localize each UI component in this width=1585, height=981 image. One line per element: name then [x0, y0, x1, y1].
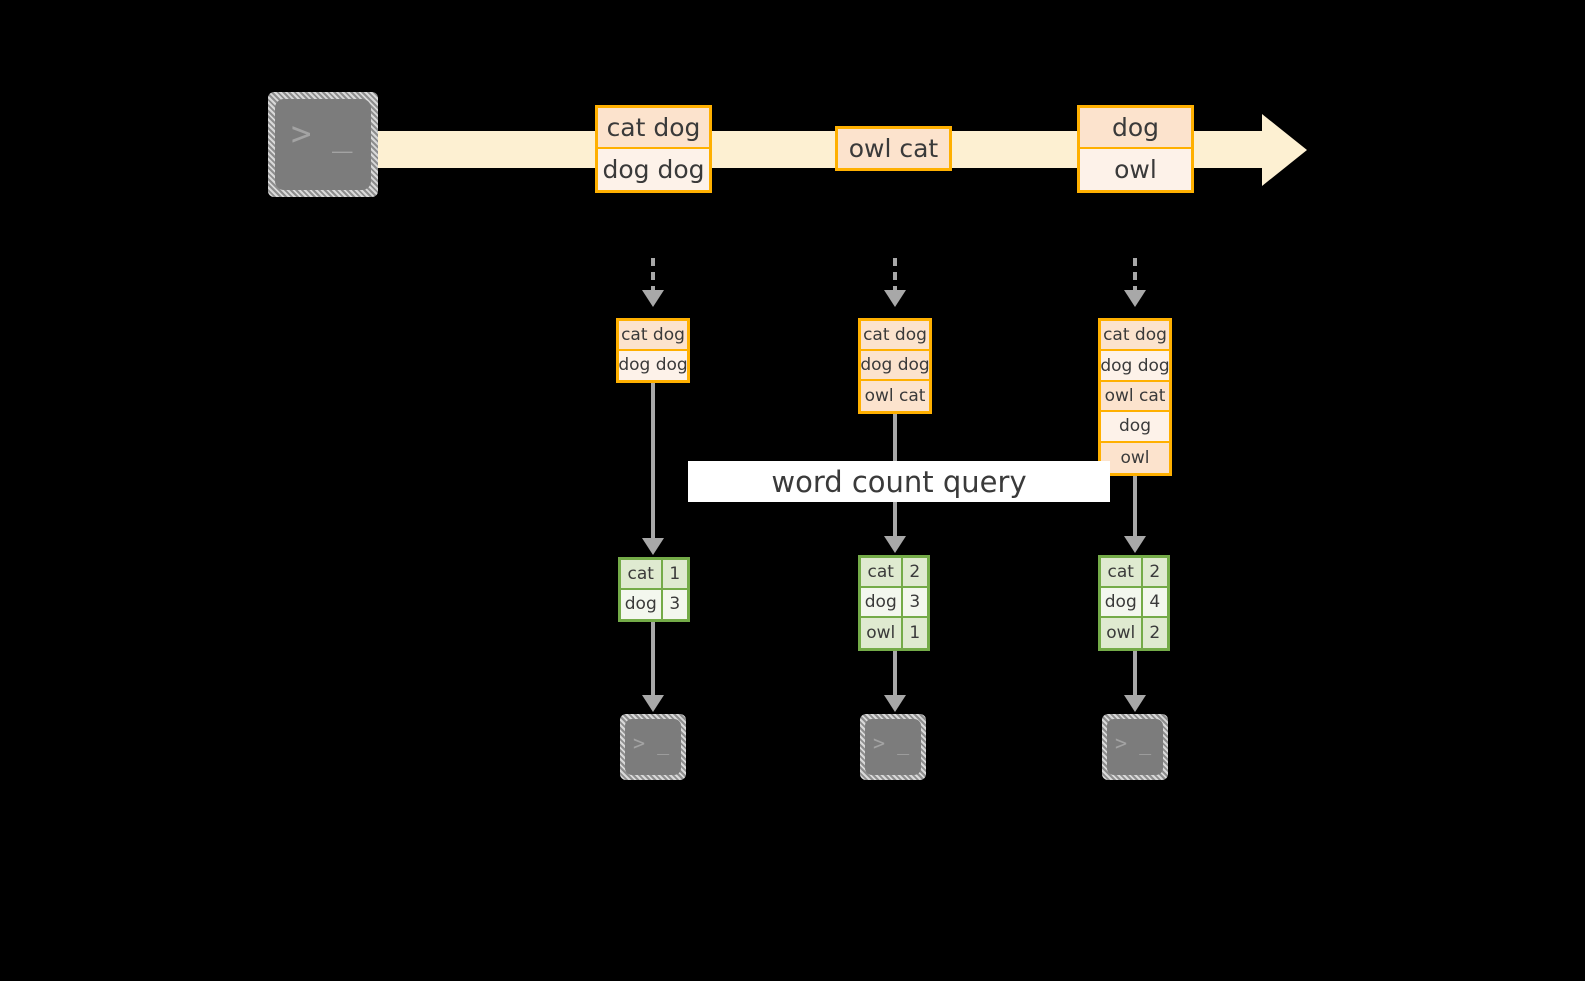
- result-to-sink-line-1: [651, 622, 655, 697]
- queue-row: cat dog: [619, 321, 687, 351]
- sink-terminal-icon-3[interactable]: > _: [1102, 714, 1168, 780]
- sink-terminal-icon-1[interactable]: > _: [620, 714, 686, 780]
- stream-message-line: owl cat: [838, 129, 949, 168]
- table-row: dog 3: [861, 588, 927, 619]
- result-count: 2: [902, 558, 927, 587]
- queue-row: dog dog: [618, 350, 688, 380]
- result-count: 4: [1142, 588, 1167, 617]
- terminal-screen: > _: [625, 719, 681, 775]
- result-word: owl: [861, 618, 903, 648]
- stream-to-queue-arrowhead-3: [1124, 290, 1146, 307]
- terminal-prompt-glyph: > _: [291, 114, 353, 154]
- query-label: word count query: [771, 464, 1027, 499]
- result-count: 1: [902, 618, 927, 648]
- result-table-1[interactable]: cat 1 dog 3: [618, 557, 690, 622]
- table-row: owl 1: [861, 618, 927, 648]
- stream-message-line: owl: [1080, 149, 1191, 190]
- queue-row: owl: [1101, 442, 1169, 473]
- stream-message-3[interactable]: dog owl: [1077, 105, 1194, 193]
- queue-row: dog dog: [1100, 351, 1170, 382]
- stream-message-2[interactable]: owl cat: [835, 126, 952, 171]
- queue-row: dog: [1101, 412, 1169, 443]
- queue-row: cat dog: [861, 321, 929, 352]
- terminal-screen: > _: [865, 719, 921, 775]
- sink-terminal-icon-2[interactable]: > _: [860, 714, 926, 780]
- result-count: 2: [1142, 618, 1167, 648]
- queue-row: cat dog: [1101, 321, 1169, 352]
- queue-row: owl cat: [1101, 381, 1169, 413]
- stream-message-line: cat dog: [598, 108, 709, 150]
- queue-to-result-arrowhead-3: [1124, 536, 1146, 553]
- result-word: cat: [1101, 558, 1143, 587]
- stream-to-queue-line-1: [651, 258, 655, 294]
- queue-to-result-arrowhead-1: [642, 538, 664, 555]
- terminal-screen: > _: [1107, 719, 1163, 775]
- table-row: cat 2: [861, 558, 927, 589]
- table-row: cat 2: [1101, 558, 1167, 589]
- terminal-prompt-glyph: > _: [873, 731, 910, 755]
- result-word: cat: [861, 558, 903, 587]
- stream-message-line: dog: [1080, 108, 1191, 150]
- result-count: 3: [902, 588, 927, 617]
- result-word: owl: [1101, 618, 1143, 648]
- stream-message-1[interactable]: cat dog dog dog: [595, 105, 712, 193]
- query-label-band: [688, 461, 1110, 502]
- result-table-2[interactable]: cat 2 dog 3 owl 1: [858, 555, 930, 651]
- queue-row: dog dog: [860, 351, 930, 382]
- result-to-sink-arrowhead-3: [1124, 695, 1146, 712]
- result-to-sink-line-3: [1133, 651, 1137, 697]
- result-word: dog: [621, 589, 663, 619]
- result-to-sink-arrowhead-1: [642, 695, 664, 712]
- source-terminal-icon[interactable]: > _: [268, 92, 378, 197]
- result-word: dog: [861, 588, 903, 617]
- stream-arrowhead-icon: [1262, 114, 1307, 186]
- result-count: 1: [662, 560, 687, 588]
- table-row: owl 2: [1101, 618, 1167, 648]
- result-count: 3: [662, 589, 687, 619]
- queue-table-2[interactable]: cat dog dog dog owl cat: [858, 318, 932, 414]
- table-row: dog 4: [1101, 588, 1167, 619]
- queue-table-1[interactable]: cat dog dog dog: [616, 318, 690, 383]
- result-count: 2: [1142, 558, 1167, 587]
- table-row: dog 3: [621, 589, 687, 619]
- stream-to-queue-arrowhead-1: [642, 290, 664, 307]
- terminal-screen: > _: [275, 99, 371, 190]
- stream-to-queue-line-2: [893, 258, 897, 294]
- result-word: dog: [1101, 588, 1143, 617]
- table-row: cat 1: [621, 560, 687, 590]
- stream-to-queue-arrowhead-2: [884, 290, 906, 307]
- result-to-sink-arrowhead-2: [884, 695, 906, 712]
- queue-to-result-line-3: [1133, 476, 1137, 538]
- terminal-prompt-glyph: > _: [633, 731, 670, 755]
- result-table-3[interactable]: cat 2 dog 4 owl 2: [1098, 555, 1170, 651]
- queue-to-result-line-1: [651, 383, 655, 540]
- queue-to-result-arrowhead-2: [884, 536, 906, 553]
- queue-row: owl cat: [861, 381, 929, 411]
- result-to-sink-line-2: [893, 651, 897, 697]
- stream-to-queue-line-3: [1133, 258, 1137, 294]
- terminal-prompt-glyph: > _: [1115, 731, 1152, 755]
- result-word: cat: [621, 560, 663, 588]
- stream-message-line: dog dog: [598, 149, 709, 190]
- queue-table-3[interactable]: cat dog dog dog owl cat dog owl: [1098, 318, 1172, 476]
